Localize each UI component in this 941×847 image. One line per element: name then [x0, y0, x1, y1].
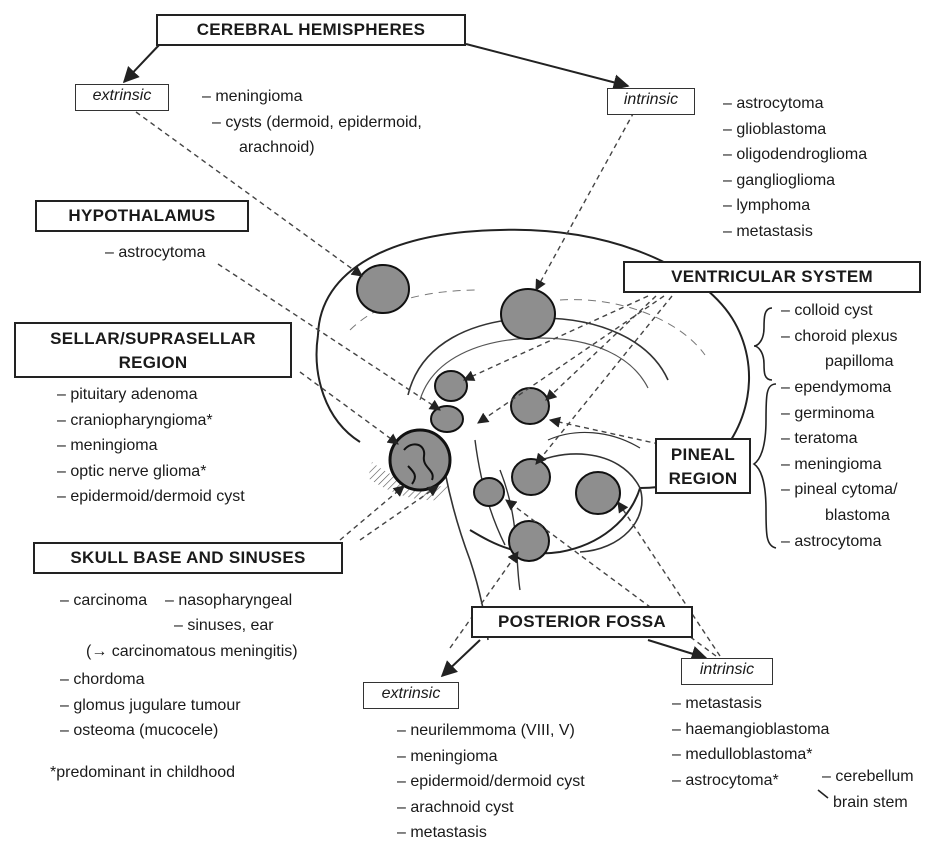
posterior-fossa-title: POSTERIOR FOSSA — [471, 606, 693, 638]
list-item: – craniopharyngioma* — [57, 411, 213, 429]
list-item: – astrocytoma* — [672, 771, 779, 789]
pf-intrinsic-label: intrinsic — [681, 658, 773, 685]
list-item: – pituitary adenoma — [57, 386, 198, 403]
list-item: – metastasis — [723, 222, 813, 240]
tumour-extrinsic-cerebral — [356, 264, 410, 314]
sellar-list: – pituitary adenoma – craniopharyngioma*… — [57, 382, 245, 510]
tumour-intrinsic-cerebral — [500, 288, 556, 340]
list-item: – germinoma — [781, 404, 875, 422]
brain-outline — [317, 228, 750, 555]
list-item: – ganglioglioma — [723, 171, 836, 189]
tumour-brain-stem — [473, 477, 505, 507]
skull-base-sinuses: – sinuses, ear — [174, 617, 274, 634]
pf-intrinsic-list: – metastasis – haemangioblastoma – medul… — [672, 691, 829, 793]
list-item: – haemangioblastoma — [672, 720, 830, 738]
sellar-title-line2: REGION — [118, 353, 188, 372]
pf-cerebellum: – cerebellum — [822, 768, 914, 785]
tumour-pineal — [511, 458, 551, 496]
list-item: – glomus jugulare tumour — [60, 696, 241, 714]
list-item: – lymphoma — [723, 197, 811, 215]
list-item: – medulloblastoma* — [672, 746, 813, 764]
tumour-third-ventricle — [510, 387, 550, 425]
tumour-hypothalamus — [434, 370, 468, 402]
pineal-brace — [752, 383, 777, 549]
list-item: – meningioma — [781, 455, 882, 473]
list-item: – choroid plexus — [781, 327, 898, 345]
cerebellum-outline — [519, 453, 643, 553]
hypothalamus-title: HYPOTHALAMUS — [35, 200, 249, 232]
list-item: papilloma — [825, 353, 894, 371]
list-item: – meningioma — [397, 747, 498, 765]
cerebral-extrinsic-list: – meningioma – cysts (dermoid, epidermoi… — [202, 84, 422, 161]
skull-base-nasopharyngeal: – nasopharyngeal — [165, 592, 293, 609]
list-item: – osteoma (mucocele) — [60, 722, 219, 740]
list-item: – colloid cyst — [781, 302, 873, 319]
list-item: blastoma — [825, 506, 890, 524]
tumour-cerebellum — [575, 471, 621, 515]
ventricular-list: – colloid cyst – choroid plexus papillom… — [781, 298, 898, 375]
tumour-suprasellar — [430, 405, 464, 433]
list-item: – oligodendroglioma — [723, 146, 868, 164]
pf-extrinsic-list: – neurilemmoma (VIII, V) – meningioma – … — [397, 718, 585, 846]
skull-base-title: SKULL BASE AND SINUSES — [33, 542, 343, 574]
list-item: – pineal cytoma/ — [781, 481, 898, 499]
pineal-title-line1: PINEAL — [670, 445, 736, 464]
arrow-to-intrinsic — [465, 43, 630, 91]
pf-extrinsic-label: extrinsic — [363, 682, 459, 709]
arrow-to-pf-extrinsic — [440, 639, 481, 678]
arrow-to-pf-intrinsic — [647, 639, 708, 662]
ventricular-brace — [753, 307, 773, 381]
cerebral-extrinsic-label: extrinsic — [75, 84, 169, 111]
pineal-region-title: PINEAL REGION — [655, 438, 751, 494]
list-item: – ependymoma — [781, 379, 892, 396]
pf-brain-stem: brain stem — [833, 794, 908, 811]
skull-base-meningitis: (→ carcinomatous meningitis) — [86, 643, 298, 660]
cerebral-intrinsic-label: intrinsic — [607, 88, 695, 115]
tumour-cp-angle — [508, 520, 550, 562]
list-item: – metastasis — [672, 695, 762, 712]
skull-base-carcinoma: – carcinoma — [60, 592, 148, 609]
list-item: – glioblastoma — [723, 120, 827, 138]
cerebral-intrinsic-list: – astrocytoma – glioblastoma – oligodend… — [723, 91, 867, 245]
list-item: – astrocytoma — [105, 244, 206, 261]
list-item: – arachnoid cyst — [397, 798, 514, 816]
sellar-title: SELLAR/SUPRASELLAR REGION — [14, 322, 292, 378]
list-item: – epidermoid/dermoid cyst — [397, 773, 585, 791]
brain-stem-leader — [817, 789, 829, 799]
hypothalamus-list: – astrocytoma — [105, 240, 205, 266]
pineal-list: – ependymoma – germinoma – teratoma – me… — [781, 375, 898, 554]
tumour-sellar — [388, 428, 452, 492]
list-item: – epidermoid/dermoid cyst — [57, 488, 245, 506]
skull-base-list: – chordoma – glomus jugulare tumour – os… — [60, 667, 241, 744]
ventricular-system-title: VENTRICULAR SYSTEM — [623, 261, 921, 293]
pineal-title-line2: REGION — [668, 469, 738, 488]
list-item: – optic nerve glioma* — [57, 462, 207, 480]
list-item: – astrocytoma — [723, 95, 824, 112]
arrow-to-extrinsic — [122, 43, 161, 84]
list-item: – astrocytoma — [781, 532, 882, 550]
sellar-title-line1: SELLAR/SUPRASELLAR — [50, 329, 256, 348]
list-item: – meningioma — [57, 437, 158, 455]
list-item: arachnoid) — [239, 139, 315, 157]
list-item: – cysts (dermoid, epidermoid, — [212, 113, 422, 131]
cerebral-hemispheres-title: CEREBRAL HEMISPHERES — [156, 14, 466, 46]
list-item: – meningioma — [202, 88, 303, 105]
list-item: – chordoma — [60, 671, 145, 688]
list-item: – metastasis — [397, 824, 487, 842]
list-item: – teratoma — [781, 430, 858, 448]
footnote: *predominant in childhood — [50, 764, 236, 781]
list-item: – neurilemmoma (VIII, V) — [397, 722, 575, 739]
frontal-base — [315, 334, 361, 443]
